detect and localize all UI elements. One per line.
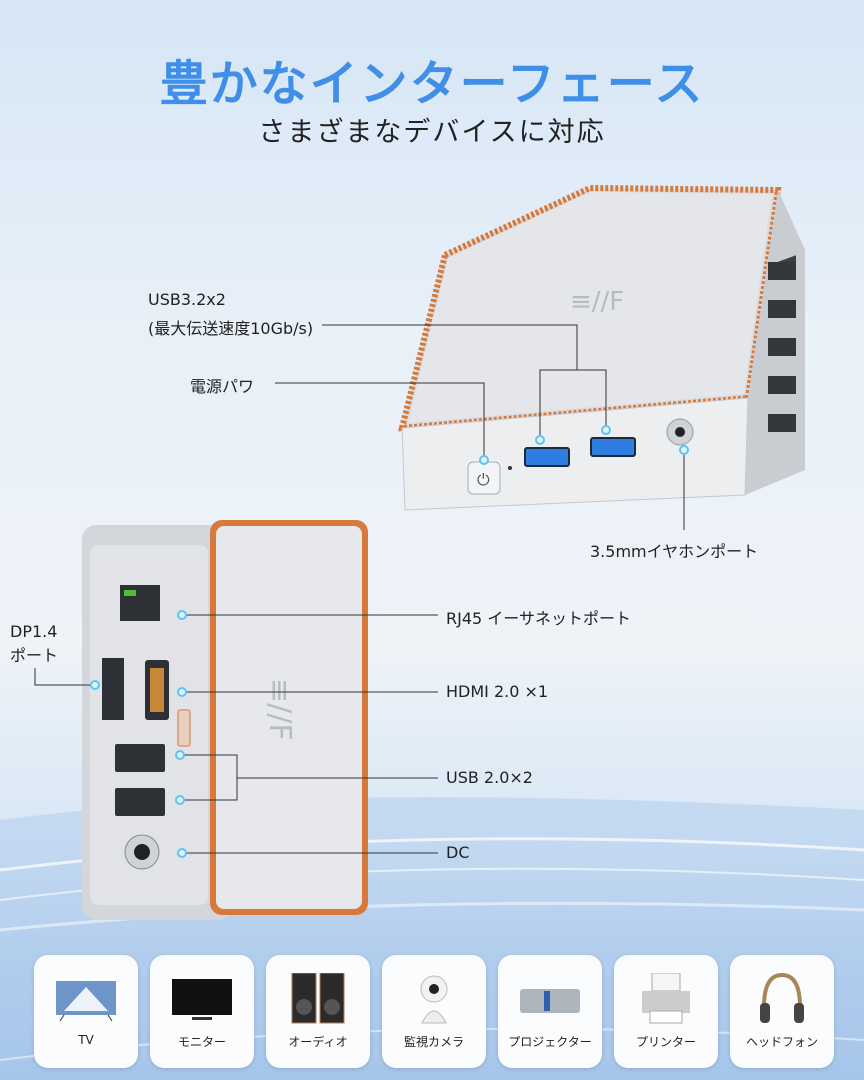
camera-icon xyxy=(420,975,448,1024)
usb3-port-1 xyxy=(524,447,570,467)
mini-pc-rear-view: ≡//F xyxy=(82,520,368,920)
dp-port xyxy=(102,658,124,720)
device-card-monitor: モニター xyxy=(150,955,254,1068)
usb2-port-1 xyxy=(115,744,165,772)
usb2-port-2 xyxy=(115,788,165,816)
label-hdmi: HDMI 2.0 ×1 xyxy=(446,682,549,701)
device-card-headphones: ヘッドフォン xyxy=(730,955,834,1068)
page-title: 豊かなインターフェース xyxy=(159,56,705,112)
tv-icon xyxy=(56,981,116,1022)
device-card-projector: プロジェクター xyxy=(498,955,602,1068)
speaker-icon xyxy=(291,973,345,1024)
power-icon: ⏻ xyxy=(477,470,490,489)
device-label: プロジェクター xyxy=(508,1035,592,1049)
page-subtitle: さまざまなデバイスに対応 xyxy=(258,117,606,148)
product-illustration: ≡//F ⏻ ≡//F xyxy=(34,184,805,920)
label-audio: 3.5mmイヤホンポート xyxy=(590,542,759,561)
label-rj45: RJ45 イーサネットポート xyxy=(446,609,631,628)
device-label: 監視カメラ xyxy=(403,1035,464,1049)
device-label: TV xyxy=(78,1033,94,1047)
device-card-tv: TV xyxy=(34,955,138,1068)
device-card-audio: オーディオ xyxy=(266,955,370,1068)
label-dc: DC xyxy=(446,843,470,862)
mini-pc-front-view: ≡//F ⏻ xyxy=(398,184,805,511)
dc-port xyxy=(134,844,150,860)
callout-lines xyxy=(34,324,685,854)
headphones-icon xyxy=(760,973,804,1023)
label-power: 電源パワ xyxy=(190,377,255,396)
label-usb32: USB3.2x2 xyxy=(148,290,226,309)
printer-icon xyxy=(642,973,690,1024)
label-dp: DP1.4 xyxy=(10,622,58,641)
label-usb32-speed: (最大伝送速度10Gb/s) xyxy=(148,319,314,338)
device-card-camera: 監視カメラ xyxy=(382,955,486,1068)
projector-icon xyxy=(520,989,580,1013)
device-label: プリンター xyxy=(635,1035,696,1049)
brand-logo: ≡//F xyxy=(570,287,624,317)
audio-jack xyxy=(675,427,685,437)
device-label: オーディオ xyxy=(288,1035,348,1049)
brand-logo-side: ≡//F xyxy=(262,678,297,741)
usb3-port-2 xyxy=(590,437,636,457)
label-dp-port: ポート xyxy=(10,646,59,665)
device-card-printer: プリンター xyxy=(614,955,718,1068)
device-label: ヘッドフォン xyxy=(745,1035,818,1049)
callout-dots xyxy=(90,425,689,858)
monitor-icon xyxy=(172,979,232,1020)
label-usb20: USB 2.0×2 xyxy=(446,768,533,787)
device-label: モニター xyxy=(177,1035,226,1049)
